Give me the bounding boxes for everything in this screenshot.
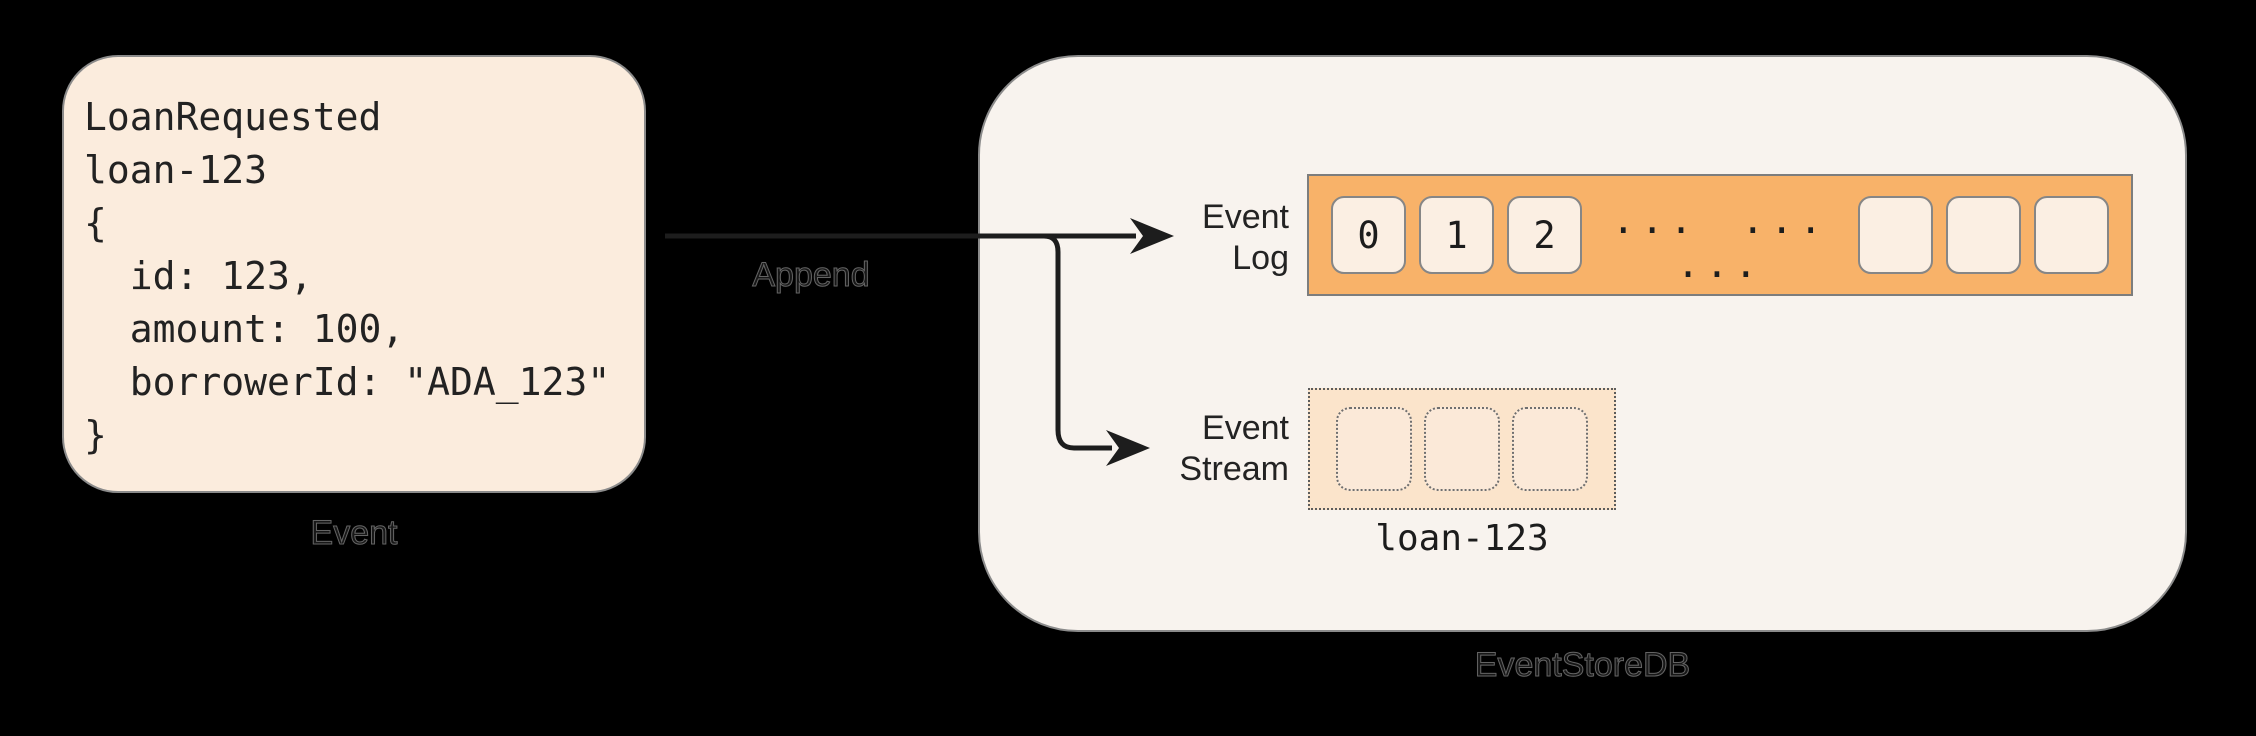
event-log-track: 0 1 2 ... ... ... xyxy=(1307,174,2133,296)
event-log-label-line2: Log xyxy=(1232,239,1289,277)
code-line: loan-123 xyxy=(84,148,268,192)
event-card-label: Event xyxy=(310,514,398,553)
eventstoredb-box xyxy=(978,55,2187,632)
log-cell-empty xyxy=(2034,196,2109,274)
code-line: LoanRequested xyxy=(84,95,382,139)
event-stream-label-line1: Event xyxy=(1202,409,1289,447)
stream-cell-empty xyxy=(1336,407,1412,491)
log-cell-1: 1 xyxy=(1419,196,1494,274)
event-card: LoanRequested loan-123 { id: 123, amount… xyxy=(62,55,646,493)
event-log-label-line1: Event xyxy=(1202,198,1289,236)
code-line: borrowerId: "ADA_123" xyxy=(84,360,611,404)
event-stream-label-line2: Stream xyxy=(1179,450,1289,488)
stream-cell-empty xyxy=(1424,407,1500,491)
log-cell-empty xyxy=(1858,196,1933,274)
log-cell-empty xyxy=(1946,196,2021,274)
event-log-label: Event Log xyxy=(999,197,1289,279)
code-line: id: 123, xyxy=(84,254,313,298)
log-cell-2: 2 xyxy=(1507,196,1582,274)
code-line: } xyxy=(84,413,107,457)
event-stream-track xyxy=(1308,388,1616,510)
stream-name-label: loan-123 xyxy=(1375,518,1549,559)
ellipsis-dots: ... ... ... xyxy=(1611,198,1829,286)
event-stream-label: Event Stream xyxy=(999,408,1289,490)
event-code-block: LoanRequested loan-123 { id: 123, amount… xyxy=(64,57,644,462)
append-arrow-label: Append xyxy=(752,256,870,295)
stream-cell-empty xyxy=(1512,407,1588,491)
code-line: amount: 100, xyxy=(84,307,405,351)
eventstoredb-label: EventStoreDB xyxy=(1474,646,1691,685)
log-cell-0: 0 xyxy=(1331,196,1406,274)
code-line: { xyxy=(84,201,107,245)
